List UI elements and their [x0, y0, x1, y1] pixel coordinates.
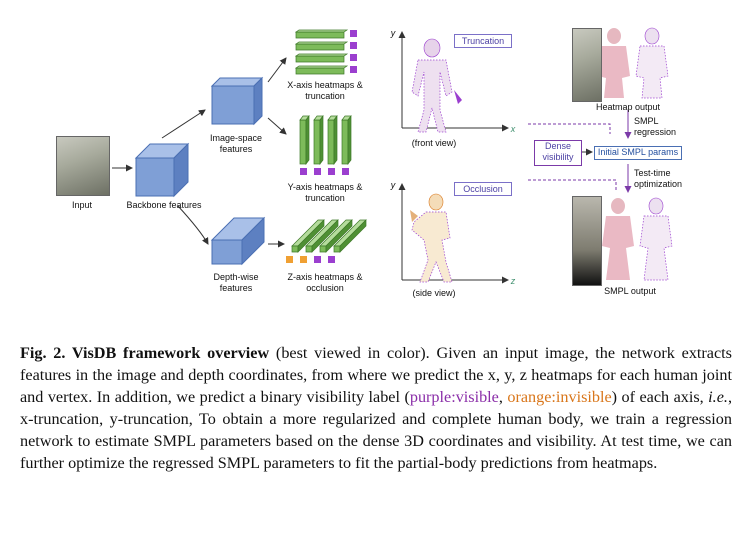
- caption-orange-invisible: orange:invisible: [507, 388, 612, 406]
- smpl-output-label: SMPL output: [604, 286, 656, 296]
- test-time-label: Test-time optimization: [634, 168, 683, 189]
- axis-z-side: z: [510, 276, 516, 286]
- smpl-output-figures: [602, 197, 673, 281]
- framework-diagram: [112, 27, 673, 284]
- caption-purple-visible: purple:visible: [409, 388, 499, 406]
- image-space-cube: [210, 76, 264, 126]
- dense-visibility-box: Dense visibility: [534, 140, 582, 166]
- depth-wise-label: Depth-wise features: [213, 272, 259, 293]
- z-axis-heatmaps: [286, 219, 367, 263]
- caption-figure-label: Fig. 2. VisDB framework overview: [20, 344, 270, 362]
- front-view-label: (front view): [411, 138, 457, 148]
- axis-x-front: x: [510, 124, 516, 134]
- depth-wise-cube: [210, 216, 266, 266]
- caption-ie: i.e.: [708, 388, 728, 406]
- y-axis-label: Y-axis heatmaps & truncation: [287, 182, 363, 203]
- dashed-line-top: [528, 123, 611, 134]
- caption-text-2: ) of each axis,: [611, 388, 709, 406]
- smpl-regression-label: SMPL regression: [634, 116, 677, 137]
- z-axis-label: Z-axis heatmaps & occlusion: [287, 272, 363, 293]
- heatmap-output-photo: [572, 28, 602, 102]
- backbone-label: Backbone features: [126, 200, 202, 210]
- dashed-line-bottom: [528, 179, 617, 190]
- front-body-figure: [411, 38, 462, 133]
- arrow-to-image-space: [161, 109, 206, 139]
- side-view-axes: [398, 183, 509, 284]
- arrow-to-y: [267, 117, 287, 135]
- x-axis-heatmaps: [294, 29, 357, 75]
- heatmap-output-label: Heatmap output: [595, 102, 661, 112]
- truncation-tag: Truncation: [454, 34, 512, 48]
- heatmap-output-figures: [598, 27, 669, 99]
- input-photo: [56, 136, 110, 196]
- axis-y-front: y: [390, 28, 396, 38]
- occlusion-tag: Occlusion: [454, 182, 512, 196]
- initial-smpl-box: Initial SMPL params: [594, 146, 682, 160]
- caption-text-3: , x-truncation, y-truncation, To obtain …: [20, 388, 732, 472]
- input-label: Input: [71, 200, 93, 210]
- x-axis-label: X-axis heatmaps & truncation: [287, 80, 363, 101]
- arrow-to-depth-wise: [177, 205, 209, 245]
- side-body-figure: [410, 193, 453, 283]
- image-space-label: Image-space features: [209, 133, 263, 154]
- caption-text-1: (best viewed in color). Given an input i…: [20, 344, 732, 406]
- figure-caption: Fig. 2. VisDB framework overview (best v…: [20, 342, 732, 474]
- axis-y-side: y: [390, 180, 396, 190]
- y-axis-heatmaps: [299, 114, 352, 175]
- smpl-output-photo: [572, 196, 602, 286]
- arrow-to-x: [267, 57, 287, 83]
- backbone-cube: [134, 142, 190, 198]
- side-view-label: (side view): [412, 288, 456, 298]
- caption-sep: ,: [498, 388, 508, 406]
